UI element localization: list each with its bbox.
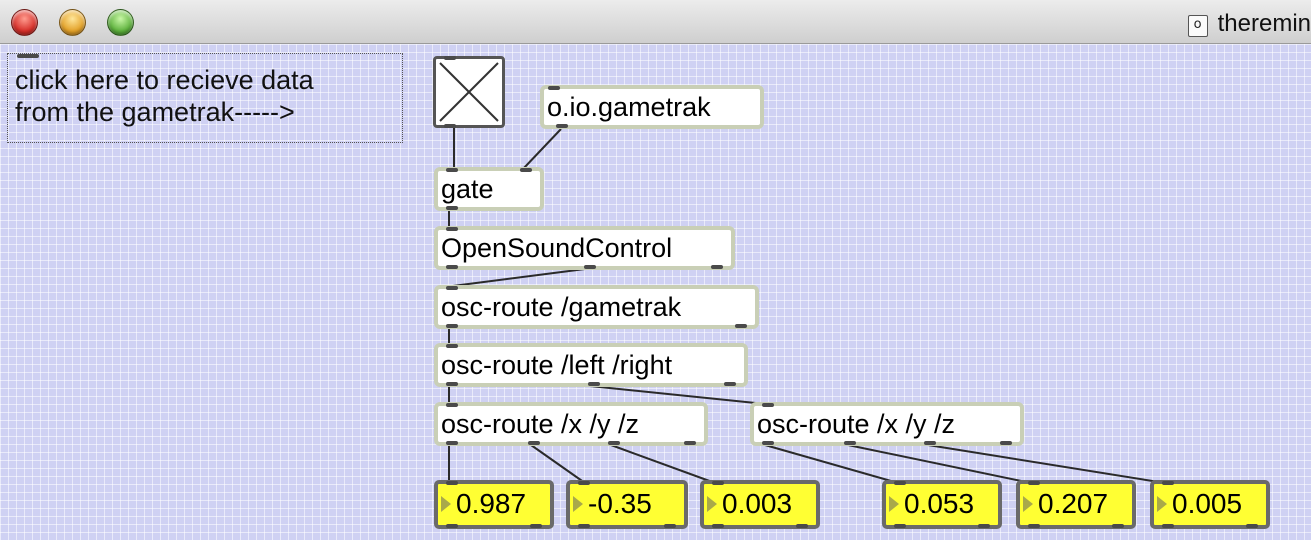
toggle-x-icon [439,62,499,122]
object-outlet[interactable] [528,441,540,445]
number-outlet[interactable] [578,524,590,528]
object-outlet[interactable] [684,441,696,445]
object-inlet[interactable] [548,86,560,90]
gate-object[interactable]: gate [434,167,544,211]
object-outlet[interactable] [924,441,936,445]
object-outlet[interactable] [588,382,600,386]
number-inlet[interactable] [712,481,724,485]
close-window-button[interactable] [11,9,38,36]
object-outlet[interactable] [446,265,458,269]
number-box-left-z[interactable]: 0.003 [700,480,820,529]
object-label: o.io.gametrak [547,92,711,122]
number-box-left-x[interactable]: 0.987 [434,480,554,529]
object-label: osc-route /left /right [441,350,673,380]
object-inlet[interactable] [762,403,774,407]
instruction-comment: click here to recieve data from the game… [7,53,403,143]
number-triangle-icon [573,496,583,512]
window-title-text: theremin [1217,10,1311,37]
osc-route-xyz-right-object[interactable]: osc-route /x /y /z [750,402,1024,446]
object-outlet[interactable] [844,441,856,445]
object-outlet[interactable] [446,324,458,328]
osc-route-left-right-object[interactable]: osc-route /left /right [434,343,748,387]
number-outlet[interactable] [446,524,458,528]
object-outlet[interactable] [556,124,568,128]
number-outlet[interactable] [1162,524,1174,528]
number-outlet[interactable] [712,524,724,528]
object-outlet[interactable] [446,382,458,386]
object-outlet[interactable] [711,265,723,269]
number-value: 0.207 [1038,488,1109,519]
number-outlet[interactable] [530,524,542,528]
toggle-inlet[interactable] [444,56,456,60]
opensoundcontrol-object[interactable]: OpenSoundControl [434,226,735,270]
number-inlet[interactable] [578,481,590,485]
number-triangle-icon [1023,496,1033,512]
number-triangle-icon [441,496,451,512]
object-label: osc-route /x /y /z [441,409,640,439]
number-value: -0.35 [588,488,652,519]
object-inlet[interactable] [446,344,458,348]
object-outlet[interactable] [446,206,458,210]
minimize-window-button[interactable] [59,9,86,36]
object-label: OpenSoundControl [441,233,673,263]
number-box-right-z[interactable]: 0.005 [1150,480,1270,529]
object-outlet[interactable] [1000,441,1012,445]
gametrak-object[interactable]: o.io.gametrak [540,85,764,129]
object-outlet[interactable] [584,265,596,269]
window-titlebar: o theremin [0,0,1311,44]
number-triangle-icon [707,496,717,512]
object-inlet[interactable] [446,227,458,231]
number-box-right-y[interactable]: 0.207 [1016,480,1136,529]
number-value: 0.005 [1172,488,1243,519]
number-inlet[interactable] [894,481,906,485]
osc-route-gametrak-object[interactable]: osc-route /gametrak [434,285,759,329]
comment-line-1: click here to recieve data [15,65,314,95]
object-inlet[interactable] [520,168,532,172]
number-outlet[interactable] [894,524,906,528]
object-outlet[interactable] [735,324,747,328]
number-outlet[interactable] [978,524,990,528]
number-outlet[interactable] [796,524,808,528]
object-inlet[interactable] [446,168,458,172]
number-box-right-x[interactable]: 0.053 [882,480,1002,529]
number-triangle-icon [1157,496,1167,512]
object-outlet[interactable] [724,382,736,386]
object-label: gate [441,174,494,204]
patcher-document-icon: o [1187,15,1208,37]
number-outlet[interactable] [664,524,676,528]
window-title: o theremin [1184,0,1311,44]
number-value: 0.003 [722,488,793,519]
number-value: 0.987 [456,488,527,519]
number-box-left-y[interactable]: -0.35 [566,480,688,529]
number-inlet[interactable] [1028,481,1040,485]
number-inlet[interactable] [1162,481,1174,485]
number-inlet[interactable] [446,481,458,485]
object-inlet[interactable] [446,403,458,407]
comment-line-2: from the gametrak-----> [15,97,295,127]
number-outlet[interactable] [1112,524,1124,528]
zoom-window-button[interactable] [107,9,134,36]
number-triangle-icon [889,496,899,512]
number-outlet[interactable] [1028,524,1040,528]
toggle-outlet[interactable] [444,124,456,128]
object-outlet[interactable] [446,441,458,445]
number-value: 0.053 [904,488,975,519]
receive-toggle[interactable] [433,56,505,128]
object-label: osc-route /gametrak [441,292,682,322]
object-inlet[interactable] [446,286,458,290]
osc-route-xyz-left-object[interactable]: osc-route /x /y /z [434,402,708,446]
comment-handle[interactable] [17,54,39,58]
object-outlet[interactable] [608,441,620,445]
object-outlet[interactable] [762,441,774,445]
number-outlet[interactable] [1246,524,1258,528]
object-label: osc-route /x /y /z [757,409,956,439]
